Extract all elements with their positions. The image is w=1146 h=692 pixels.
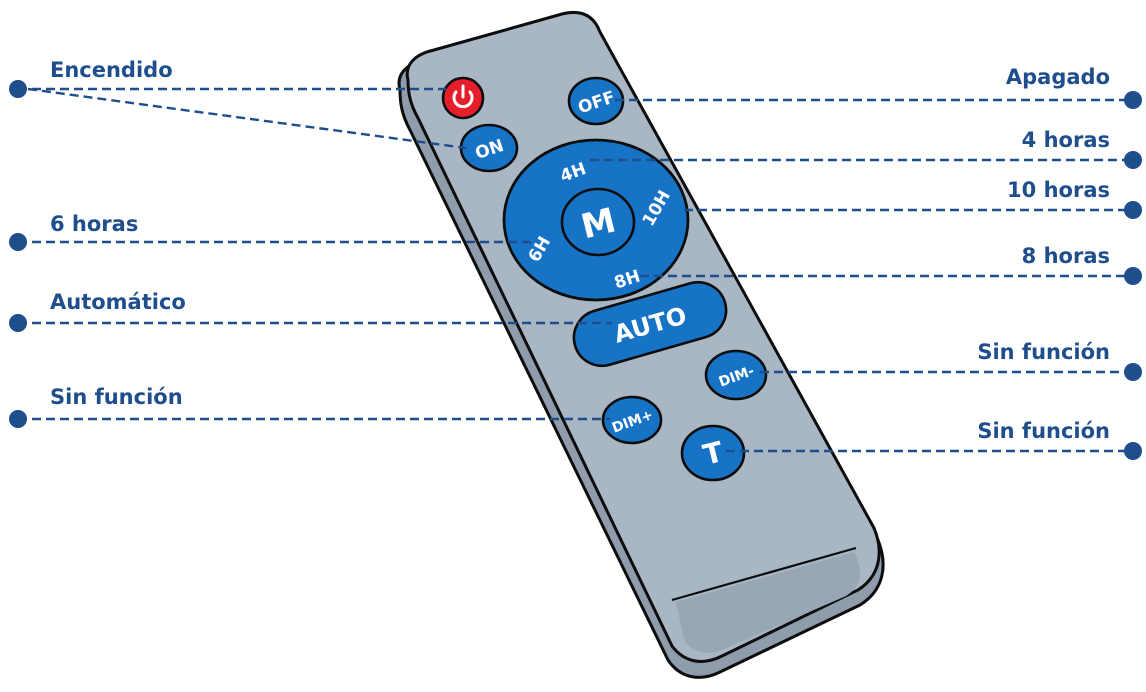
label-automatico: Automático (50, 290, 186, 314)
t-button[interactable]: T (682, 426, 744, 480)
label-encendido: Encendido (50, 58, 173, 82)
label-sin-funcion-dim-plus: Sin función (50, 385, 183, 409)
dot-apagado (1124, 91, 1142, 109)
dim-minus-button[interactable]: DIM- (706, 351, 766, 399)
dot-6-horas (9, 233, 27, 251)
off-button[interactable]: OFF (569, 78, 623, 124)
m-button[interactable]: M (562, 189, 634, 255)
dot-sin-funcion-right-2 (1124, 442, 1142, 460)
dot-10-horas (1124, 201, 1142, 219)
label-4-horas: 4 horas (1022, 128, 1110, 152)
label-10-horas: 10 horas (1007, 178, 1110, 202)
dot-8-horas (1124, 267, 1142, 285)
label-apagado: Apagado (1006, 65, 1110, 89)
label-8-horas: 8 horas (1022, 244, 1110, 268)
dim-plus-button[interactable]: DIM+ (603, 397, 661, 443)
dot-sin-funcion-left (9, 410, 27, 428)
dot-encendido (9, 80, 27, 98)
label-sin-funcion-t: Sin función (977, 419, 1110, 443)
dot-automatico (9, 314, 27, 332)
power-button[interactable] (443, 78, 483, 118)
on-button[interactable]: ON (461, 125, 517, 171)
label-6-horas: 6 horas (50, 212, 138, 236)
dot-sin-funcion-right-1 (1124, 363, 1142, 381)
label-sin-funcion-dim-minus: Sin función (977, 340, 1110, 364)
dot-4-horas (1124, 151, 1142, 169)
